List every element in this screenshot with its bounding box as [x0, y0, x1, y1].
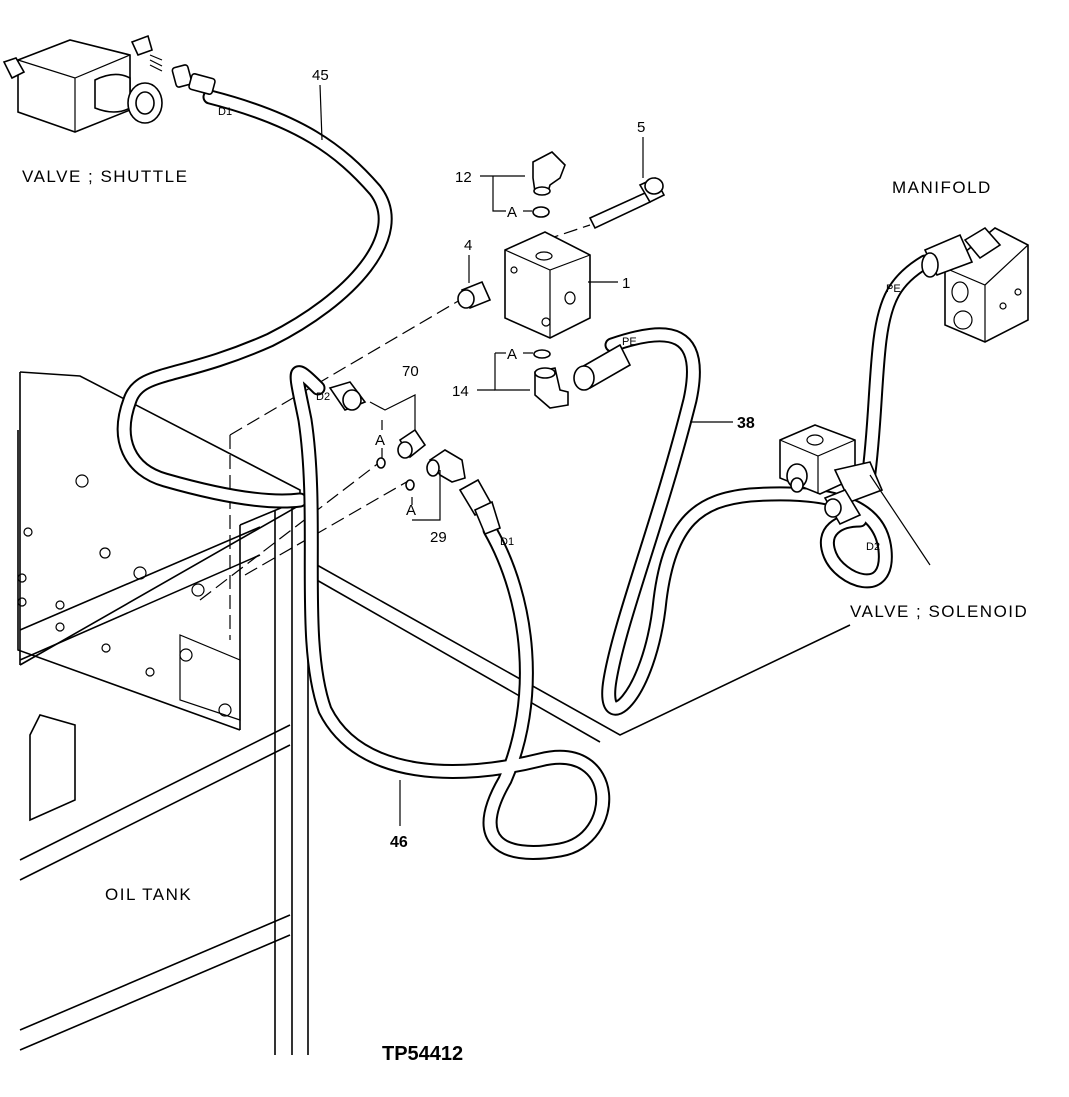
bolt-5 — [588, 176, 666, 230]
callout-45: 45 — [312, 67, 329, 84]
fitting-pe-38 — [573, 343, 632, 391]
elbow-12 — [532, 151, 566, 218]
manifold-block — [921, 226, 1029, 343]
port-d1-mid: D1 — [500, 536, 514, 548]
callout-a-29: A — [406, 502, 416, 519]
hose-38 — [601, 327, 893, 716]
shuttle-valve — [2, 34, 216, 133]
callout-4: 4 — [464, 237, 472, 254]
port-d2-right: D2 — [866, 541, 880, 553]
callout-38: 38 — [737, 415, 755, 432]
hose-46 — [289, 365, 611, 860]
callout-46: 46 — [390, 834, 408, 851]
fitting-d2-left — [328, 381, 367, 411]
text-labels: VALVE ; SHUTTLE MANIFOLD VALVE ; SOLENOI… — [22, 67, 1028, 1065]
port-pe-right: PE — [886, 283, 901, 295]
label-valve-shuttle: VALVE ; SHUTTLE — [22, 167, 188, 186]
callout-5: 5 — [637, 119, 645, 136]
oil-tank-frame — [17, 371, 851, 1055]
tank-bolts — [17, 474, 232, 717]
spacer-4 — [457, 280, 492, 310]
callout-a-12: A — [507, 204, 517, 221]
callout-1: 1 — [622, 275, 630, 292]
elbow-29 — [405, 449, 501, 536]
port-d2-left: D2 — [316, 391, 330, 403]
label-manifold: MANIFOLD — [892, 178, 992, 197]
label-valve-solenoid: VALVE ; SOLENOID — [850, 602, 1028, 621]
block-1 — [504, 231, 591, 339]
solenoid-valve — [779, 424, 884, 526]
callout-a-14: A — [507, 346, 517, 363]
label-oil-tank: OIL TANK — [105, 885, 192, 904]
leader-lines — [319, 84, 931, 826]
port-d1-top: D1 — [218, 106, 232, 118]
fitting-70 — [376, 428, 427, 469]
callout-12: 12 — [455, 169, 472, 186]
reference-code: TP54412 — [382, 1043, 463, 1065]
port-pe-mid: PE — [622, 336, 637, 348]
hose-pe-manifold — [860, 254, 933, 488]
callout-a-70: A — [375, 432, 385, 449]
callout-70: 70 — [402, 363, 419, 380]
callout-14: 14 — [452, 383, 469, 400]
callout-29: 29 — [430, 529, 447, 546]
hose-45 — [116, 89, 393, 509]
elbow-14 — [533, 349, 569, 409]
